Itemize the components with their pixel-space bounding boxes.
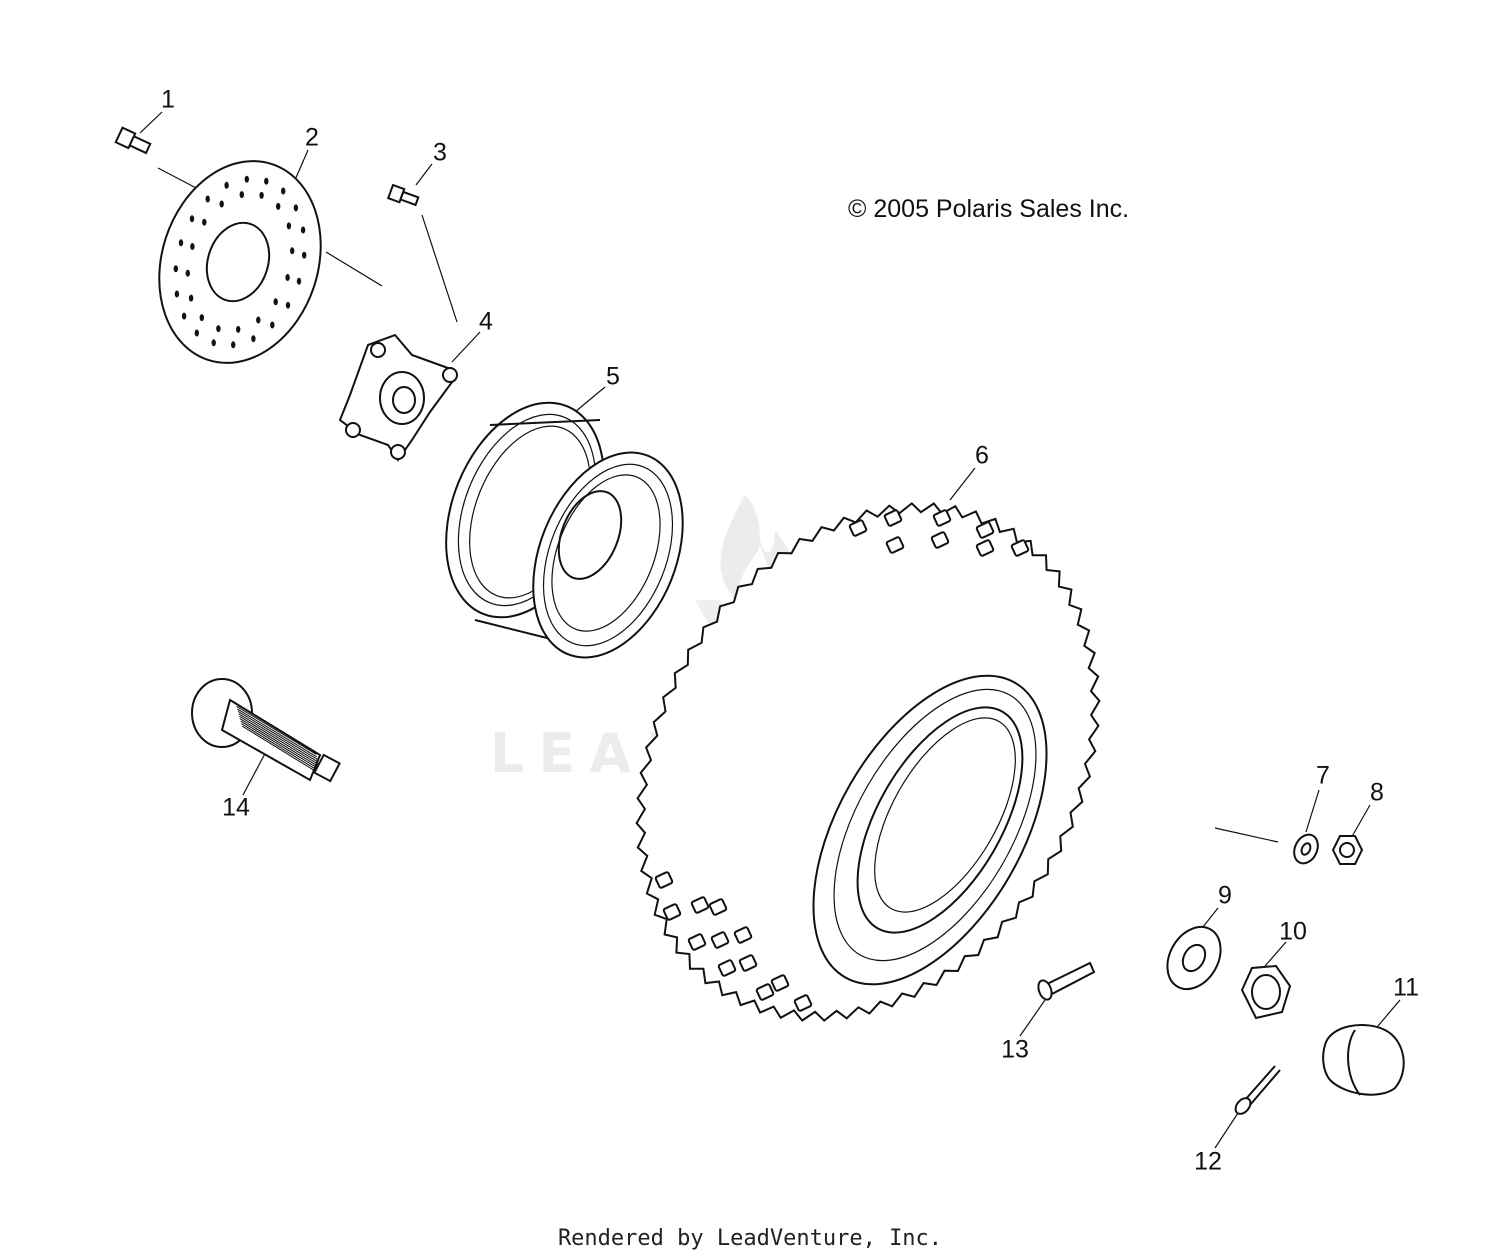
disc-hole	[290, 247, 295, 255]
tread-lug	[793, 994, 813, 1012]
callout-9[interactable]: 9	[1218, 881, 1232, 910]
spline-line	[235, 703, 317, 753]
disc-hole	[194, 329, 199, 337]
tread-lug	[883, 509, 903, 527]
callout-6[interactable]: 6	[975, 441, 989, 470]
callout-4[interactable]: 4	[479, 307, 493, 336]
disc-hole	[286, 222, 292, 230]
disc-hole	[285, 274, 290, 281]
footer-credit: Rendered by LeadVenture, Inc.	[557, 1226, 943, 1251]
spline-line	[241, 723, 320, 773]
tread-lug	[1010, 539, 1030, 557]
disc-hole	[188, 294, 194, 302]
tread-lug	[755, 983, 775, 1001]
disc-hole	[173, 265, 178, 273]
spline-line	[239, 718, 319, 768]
disc-hole	[273, 298, 278, 306]
part-8-lug-nut-icon	[1331, 835, 1364, 865]
disc-hole	[293, 204, 299, 212]
tread-lug	[710, 931, 730, 949]
part-4-wheel-hub-icon	[338, 333, 458, 462]
tread-lug	[932, 509, 952, 527]
disc-hole	[199, 314, 204, 322]
callout-10[interactable]: 10	[1279, 917, 1307, 946]
part-9-washer-icon	[1166, 926, 1222, 990]
tread-lug	[885, 536, 905, 554]
tread-lug	[708, 898, 728, 916]
part-3-bolt-icon	[386, 183, 420, 207]
disc-hole	[216, 325, 221, 333]
disc-hole	[239, 191, 244, 199]
disc-hole	[251, 335, 256, 343]
part-14-axle-shaft-icon	[191, 678, 341, 783]
tread-lug	[662, 903, 682, 921]
callout-7[interactable]: 7	[1316, 761, 1330, 790]
callout-12[interactable]: 12	[1194, 1147, 1222, 1176]
spline-line	[239, 715, 319, 765]
callout-2[interactable]: 2	[305, 123, 319, 152]
tread-lug	[975, 539, 995, 557]
disc-hole	[300, 226, 306, 234]
disc-hole	[270, 321, 275, 329]
part-11-hub-cap-icon	[1322, 1024, 1405, 1096]
disc-hole	[224, 181, 229, 189]
spline-line	[237, 708, 318, 758]
disc-hole	[276, 202, 281, 210]
disc-hole	[231, 341, 236, 349]
part-5-wheel-rim-icon	[445, 401, 684, 659]
disc-hole	[281, 187, 286, 195]
copyright-notice: © 2005 Polaris Sales Inc.	[848, 195, 1130, 223]
part-7-washer-icon	[1293, 833, 1319, 865]
disc-hole	[259, 191, 264, 199]
spline-line	[236, 705, 317, 755]
disc-hole	[185, 269, 190, 277]
spline-line	[240, 720, 320, 770]
callout-13[interactable]: 13	[1001, 1035, 1029, 1064]
disc-hole	[189, 215, 195, 223]
disc-hole	[236, 325, 241, 333]
tread-lug	[738, 954, 758, 972]
disc-hole	[256, 316, 261, 324]
callout-3[interactable]: 3	[433, 138, 447, 167]
callout-14[interactable]: 14	[222, 793, 250, 822]
spline-line	[238, 713, 319, 763]
disc-hole	[219, 200, 224, 208]
tread-lug	[770, 974, 790, 992]
disc-hole	[264, 177, 269, 185]
callout-8[interactable]: 8	[1370, 778, 1384, 807]
tread-lug	[930, 531, 950, 549]
tread-lug	[848, 519, 868, 537]
spline-line	[237, 710, 318, 760]
part-13-valve-stem-icon	[1037, 961, 1096, 1001]
disc-hole	[178, 239, 184, 247]
part-6-tire-icon	[635, 502, 1101, 1022]
tread-lug	[733, 926, 753, 944]
part-1-bolt-icon	[114, 126, 152, 155]
disc-hole	[181, 312, 187, 320]
callout-11[interactable]: 11	[1393, 973, 1419, 1002]
tread-lug	[717, 959, 737, 977]
callout-5[interactable]: 5	[606, 362, 620, 391]
part-10-castle-nut-icon	[1240, 964, 1292, 1020]
callout-1[interactable]: 1	[161, 85, 175, 114]
tread-lug	[975, 521, 995, 539]
disc-hole	[285, 301, 291, 309]
tread-lug	[690, 896, 710, 914]
disc-hole	[190, 243, 195, 250]
part-2-brake-disc-icon	[158, 160, 322, 364]
disc-hole	[244, 175, 249, 183]
spline-line	[241, 725, 321, 775]
disc-hole	[302, 251, 307, 259]
disc-hole	[205, 195, 210, 203]
disc-hole	[296, 277, 302, 285]
tread-lug	[687, 933, 707, 951]
disc-hole	[202, 218, 207, 226]
part-12-cotter-pin-icon	[1234, 1065, 1281, 1115]
disc-hole	[174, 290, 180, 298]
leader-lines	[139, 111, 1401, 1149]
disc-hole	[211, 339, 216, 347]
tread-lug	[654, 871, 674, 889]
